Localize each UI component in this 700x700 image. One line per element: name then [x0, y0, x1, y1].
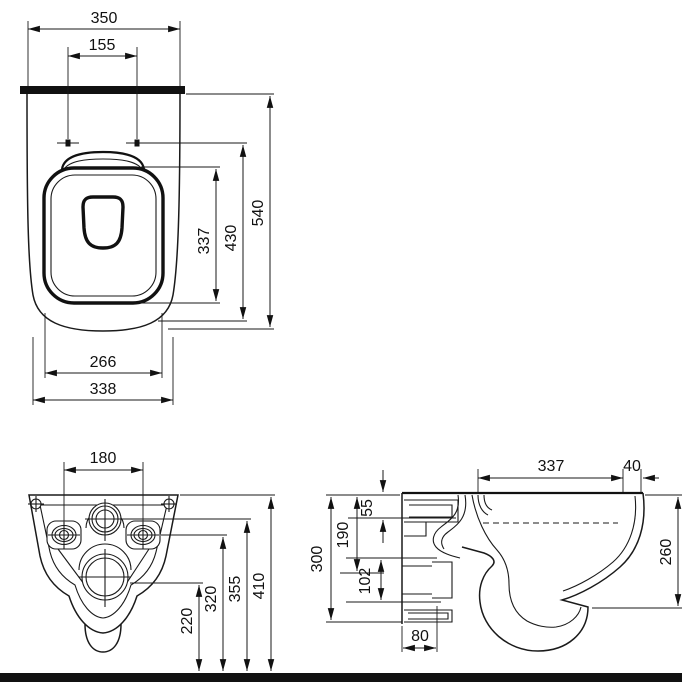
side-view: 337 40 260 300 190: [309, 458, 682, 652]
dim-frame-height: 300: [309, 494, 402, 623]
dim-label-180: 180: [90, 450, 117, 467]
seat-inner-line: [50, 174, 157, 297]
dim-rim-depth: 337: [477, 458, 624, 492]
dim-overall-height: 410: [180, 494, 275, 671]
dim-front-lip: 40: [623, 458, 659, 492]
dim-overall-width: 350: [27, 10, 181, 86]
dim-outlet-size: 102: [346, 557, 402, 603]
dim-opening-length: 337: [140, 166, 220, 304]
bowl-outline-side: [461, 492, 645, 652]
dim-label-80: 80: [411, 628, 429, 645]
mounting-hole-left: [57, 139, 79, 147]
dim-label-337-side: 337: [538, 458, 565, 475]
dim-label-338: 338: [90, 381, 117, 398]
dim-label-320: 320: [203, 586, 220, 613]
dim-label-102: 102: [357, 568, 374, 595]
dim-outlet-drop: 190: [335, 497, 384, 574]
wall-section-line: [20, 86, 185, 94]
dim-label-410: 410: [251, 573, 268, 600]
bowl-inner-back: [471, 494, 582, 628]
dim-label-355: 355: [227, 576, 244, 603]
flush-channel-outer: [432, 494, 461, 559]
dim-outlet-height: 220: [130, 582, 203, 671]
dim-seat-depth: 430: [148, 142, 247, 322]
panel-rib-left: [57, 548, 85, 585]
dim-front-height: 260: [592, 494, 682, 609]
dim-label-220: 220: [179, 608, 196, 635]
panel-rib-right: [125, 548, 150, 585]
base-plate-section: [404, 609, 453, 623]
dim-label-40: 40: [623, 458, 641, 475]
dim-label-155: 155: [89, 37, 116, 54]
mounting-hole-right: [126, 139, 148, 147]
seat-lid-back-arc: [60, 150, 146, 170]
seat-hinge-mark: [477, 494, 493, 516]
inner-panel-outline: [39, 504, 168, 619]
dim-label-55: 55: [359, 499, 376, 517]
trap-bulge: [84, 623, 122, 653]
outlet-port: [78, 543, 132, 607]
dim-outlet-stub: 80: [401, 606, 438, 652]
fixing-hole-left: [46, 520, 82, 550]
dim-hole-spacing: 180: [63, 450, 144, 533]
dim-inlet-drop: 55: [348, 470, 456, 543]
water-inlet-port: [85, 499, 125, 541]
dim-label-190: 190: [335, 522, 352, 549]
top-view: 350 155 540 430 337: [20, 10, 274, 405]
dim-label-540: 540: [250, 200, 267, 227]
bowl-inner-front: [562, 495, 637, 592]
outlet-pipe-section: [402, 557, 453, 603]
seat-lid-inner-arc: [63, 158, 143, 170]
seat-outline: [42, 166, 165, 305]
corner-screw-left: [28, 496, 44, 512]
dim-label-430: 430: [223, 225, 240, 252]
corner-screw-right: [161, 496, 177, 512]
dim-label-266: 266: [90, 354, 117, 371]
dim-label-337-top: 337: [196, 228, 213, 255]
dim-holes-height: 320: [161, 534, 227, 671]
floor-line: [0, 673, 682, 682]
dim-inlet-height: 355: [123, 518, 251, 671]
front-view: 180 220 320 355 410: [28, 450, 275, 671]
dim-bolt-spacing: 155: [67, 37, 138, 139]
dim-overall-depth: 540: [168, 93, 274, 330]
inlet-duct-section: [404, 499, 459, 537]
dim-label-260: 260: [658, 539, 675, 566]
dim-label-300: 300: [309, 546, 326, 573]
dim-opening-width: 266: [44, 313, 163, 378]
dim-bowl-width: 338: [32, 337, 174, 405]
flush-channel-inner: [441, 494, 467, 550]
dim-label-350: 350: [91, 10, 118, 27]
seat-opening: [81, 195, 125, 250]
bowl-outline-top: [26, 93, 181, 332]
